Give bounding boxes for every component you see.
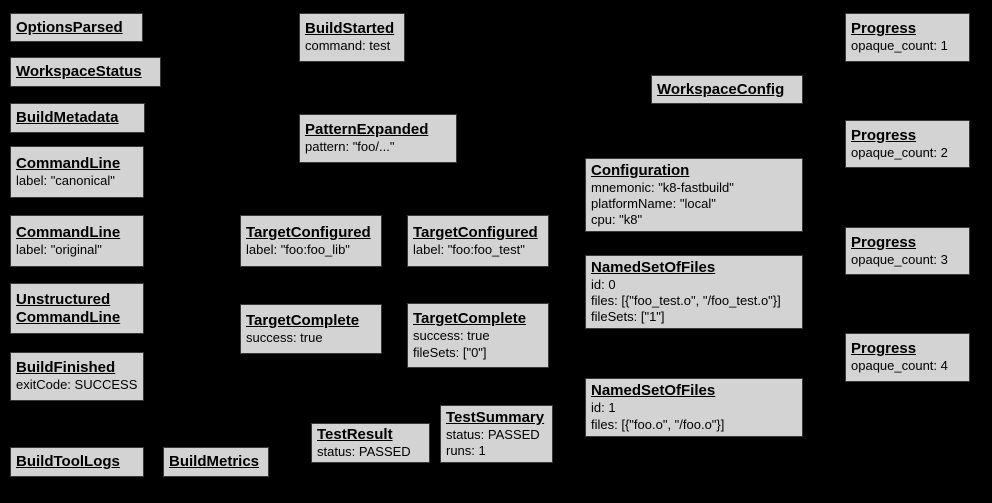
node-title: BuildToolLogs xyxy=(16,453,120,470)
node-title: TestSummary xyxy=(446,408,545,426)
node-target-complete-foo-test: TargetComplete success: true fileSets: [… xyxy=(407,303,549,368)
node-title: PatternExpanded xyxy=(305,121,429,139)
node-target-configured-foo-lib: TargetConfigured label: "foo:foo_lib" xyxy=(240,215,382,267)
node-body: label: "foo:foo_test" xyxy=(413,241,525,257)
node-test-result: TestResult status: PASSED xyxy=(311,423,430,463)
node-build-started: BuildStarted command: test xyxy=(299,13,405,62)
node-workspace-config: WorkspaceConfig xyxy=(651,75,803,104)
node-target-complete-foo-lib: TargetComplete success: true xyxy=(240,304,382,354)
node-body: success: true xyxy=(246,329,323,345)
node-pattern-expanded: PatternExpanded pattern: "foo/..." xyxy=(299,114,457,163)
node-title: BuildMetrics xyxy=(169,453,260,470)
node-body: status: PASSED xyxy=(317,443,411,459)
node-title: TargetConfigured xyxy=(246,223,371,241)
node-body: command: test xyxy=(305,38,391,54)
node-body: pattern: "foo/..." xyxy=(305,139,395,155)
node-body: label: "canonical" xyxy=(16,172,115,188)
node-named-set-of-files-1: NamedSetOfFiles id: 1 files: [{"foo.o", … xyxy=(585,378,803,437)
node-body: success: true fileSets: ["0"] xyxy=(413,328,490,360)
node-progress-1: Progress opaque_count: 1 xyxy=(845,13,970,62)
node-progress-3: Progress opaque_count: 3 xyxy=(845,227,970,275)
node-title: CommandLine xyxy=(16,154,121,172)
node-target-configured-foo-test: TargetConfigured label: "foo:foo_test" xyxy=(407,215,549,267)
node-title: BuildMetadata xyxy=(16,109,119,126)
node-build-metrics: BuildMetrics xyxy=(163,447,269,477)
node-title: Progress xyxy=(851,340,917,358)
node-title: WorkspaceConfig xyxy=(657,80,785,98)
node-body: id: 1 files: [{"foo.o", "/foo.o"}] xyxy=(591,400,725,432)
node-progress-2: Progress opaque_count: 2 xyxy=(845,120,970,168)
node-command-line-canonical: CommandLine label: "canonical" xyxy=(10,146,144,198)
node-body: label: "original" xyxy=(16,241,102,257)
node-progress-4: Progress opaque_count: 4 xyxy=(845,333,970,382)
node-body: opaque_count: 3 xyxy=(851,251,948,267)
node-title: BuildStarted xyxy=(305,20,395,38)
node-named-set-of-files-0: NamedSetOfFiles id: 0 files: [{"foo_test… xyxy=(585,255,803,329)
node-body: mnemonic: "k8-fastbuild" platformName: "… xyxy=(591,179,734,228)
node-command-line-original: CommandLine label: "original" xyxy=(10,215,144,267)
node-build-metadata: BuildMetadata xyxy=(10,103,145,133)
node-unstructured-command-line: Unstructured CommandLine xyxy=(10,283,144,334)
node-title: Unstructured CommandLine xyxy=(16,290,121,326)
node-title: Progress xyxy=(851,126,917,144)
node-body: exitCode: SUCCESS xyxy=(16,377,138,393)
node-build-finished: BuildFinished exitCode: SUCCESS xyxy=(10,352,144,401)
node-test-summary: TestSummary status: PASSED runs: 1 xyxy=(440,405,553,463)
node-body: opaque_count: 4 xyxy=(851,358,948,374)
node-body: id: 0 files: [{"foo_test.o", "/foo_test.… xyxy=(591,276,781,325)
node-build-tool-logs: BuildToolLogs xyxy=(10,447,144,477)
node-title: TargetComplete xyxy=(413,310,527,328)
node-title: Configuration xyxy=(591,161,690,179)
node-body: opaque_count: 1 xyxy=(851,38,948,54)
node-configuration: Configuration mnemonic: "k8-fastbuild" p… xyxy=(585,158,803,232)
node-title: TargetComplete xyxy=(246,311,360,329)
node-title: Progress xyxy=(851,233,917,251)
node-title: TestResult xyxy=(317,425,393,443)
node-body: label: "foo:foo_lib" xyxy=(246,241,350,257)
node-title: WorkspaceStatus xyxy=(16,63,142,80)
node-title: CommandLine xyxy=(16,223,121,241)
node-title: BuildFinished xyxy=(16,359,116,377)
node-title: Progress xyxy=(851,20,917,38)
node-body: opaque_count: 2 xyxy=(851,144,948,160)
node-workspace-status: WorkspaceStatus xyxy=(10,57,161,87)
node-title: NamedSetOfFiles xyxy=(591,258,716,276)
node-title: NamedSetOfFiles xyxy=(591,382,716,400)
node-body: status: PASSED runs: 1 xyxy=(446,426,540,458)
node-title: TargetConfigured xyxy=(413,223,538,241)
node-title: OptionsParsed xyxy=(16,18,123,36)
node-options-parsed: OptionsParsed xyxy=(10,13,143,42)
